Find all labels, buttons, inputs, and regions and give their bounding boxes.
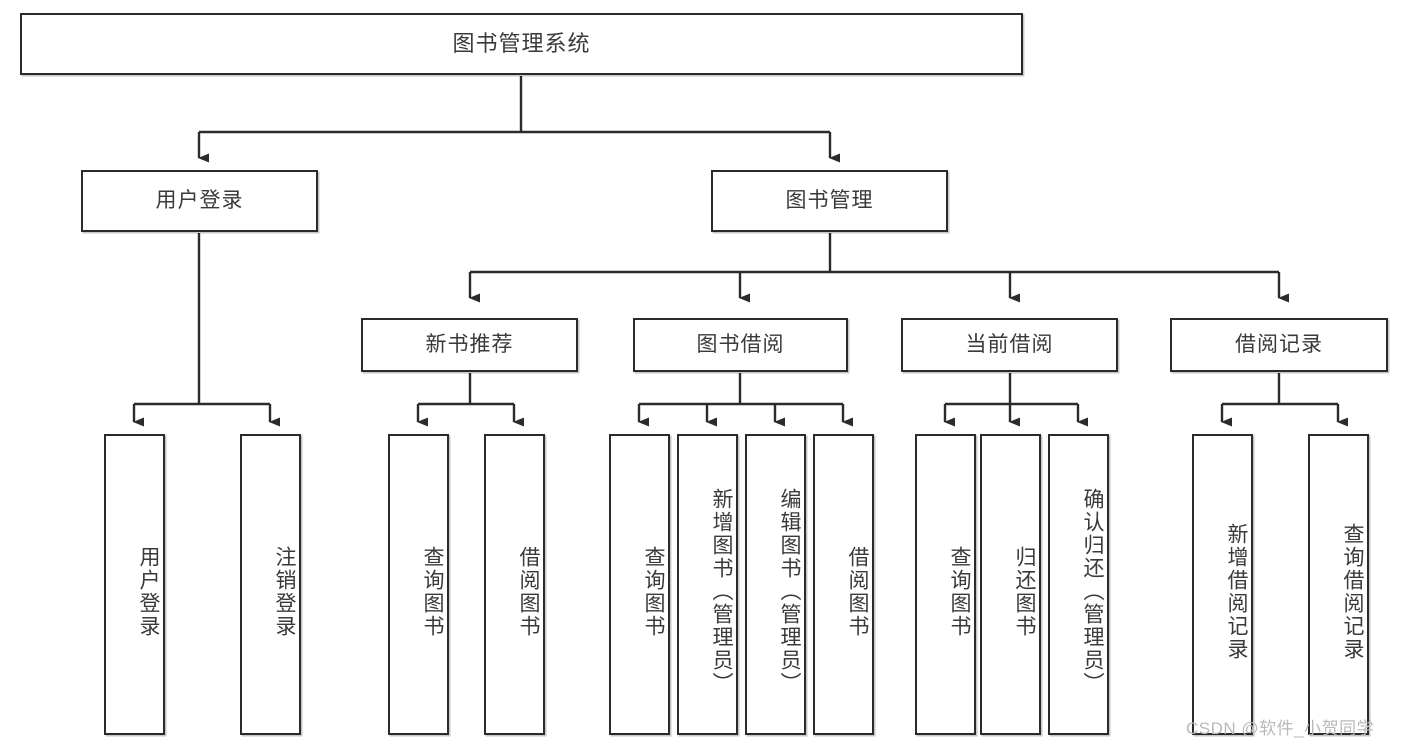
node-label: 图书管理 — [785, 189, 874, 213]
leaf-book-borrow-add[interactable]: 新增图书（管理员） — [677, 434, 738, 735]
leaf-current-borrow-confirm-return[interactable]: 确认归还（管理员） — [1048, 434, 1109, 735]
leaf-book-borrow-edit[interactable]: 编辑图书（管理员） — [745, 434, 806, 735]
node-label: 归还图书 — [1013, 545, 1036, 638]
leaf-new-book-query[interactable]: 查询图书 — [388, 434, 449, 735]
node-borrow-record[interactable]: 借阅记录 — [1170, 318, 1388, 372]
node-label: 编辑图书（管理员） — [778, 488, 801, 695]
watermark-label: CSDN @软件_小贺同学 — [1186, 719, 1375, 738]
node-label: 借阅图书 — [517, 545, 540, 638]
node-label: 用户登录 — [155, 189, 244, 213]
leaf-new-book-borrow[interactable]: 借阅图书 — [484, 434, 545, 735]
node-label: 查询图书 — [421, 545, 444, 638]
node-label: 新书推荐 — [425, 333, 514, 357]
leaf-book-borrow-query[interactable]: 查询图书 — [609, 434, 670, 735]
node-label: 当前借阅 — [965, 333, 1054, 357]
node-label: 查询借阅记录 — [1341, 522, 1364, 661]
node-book-management[interactable]: 图书管理 — [711, 170, 948, 232]
node-label: 查询图书 — [642, 545, 665, 638]
node-label: 图书借阅 — [696, 333, 785, 357]
node-label: 借阅记录 — [1235, 333, 1323, 357]
leaf-borrow-record-query[interactable]: 查询借阅记录 — [1308, 434, 1369, 735]
node-label: 用户登录 — [137, 545, 160, 638]
node-root-system[interactable]: 图书管理系统 — [20, 13, 1023, 75]
node-label: 确认归还（管理员） — [1081, 488, 1104, 695]
leaf-current-borrow-return[interactable]: 归还图书 — [980, 434, 1041, 735]
node-label: 查询图书 — [948, 545, 971, 638]
leaf-borrow-record-add[interactable]: 新增借阅记录 — [1192, 434, 1253, 735]
leaf-book-borrow-lend[interactable]: 借阅图书 — [813, 434, 874, 735]
node-label: 注销登录 — [273, 545, 296, 638]
leaf-current-borrow-query[interactable]: 查询图书 — [915, 434, 976, 735]
node-user-login[interactable]: 用户登录 — [81, 170, 318, 232]
node-current-borrow[interactable]: 当前借阅 — [901, 318, 1118, 372]
leaf-user-login-signout[interactable]: 注销登录 — [240, 434, 301, 735]
node-new-book-recommend[interactable]: 新书推荐 — [361, 318, 578, 372]
node-label: 新增图书（管理员） — [710, 488, 733, 695]
leaf-user-login-signin[interactable]: 用户登录 — [104, 434, 165, 735]
node-label: 新增借阅记录 — [1225, 522, 1248, 661]
node-book-borrow[interactable]: 图书借阅 — [633, 318, 848, 372]
node-label: 借阅图书 — [846, 545, 869, 638]
node-label: 图书管理系统 — [452, 30, 591, 56]
